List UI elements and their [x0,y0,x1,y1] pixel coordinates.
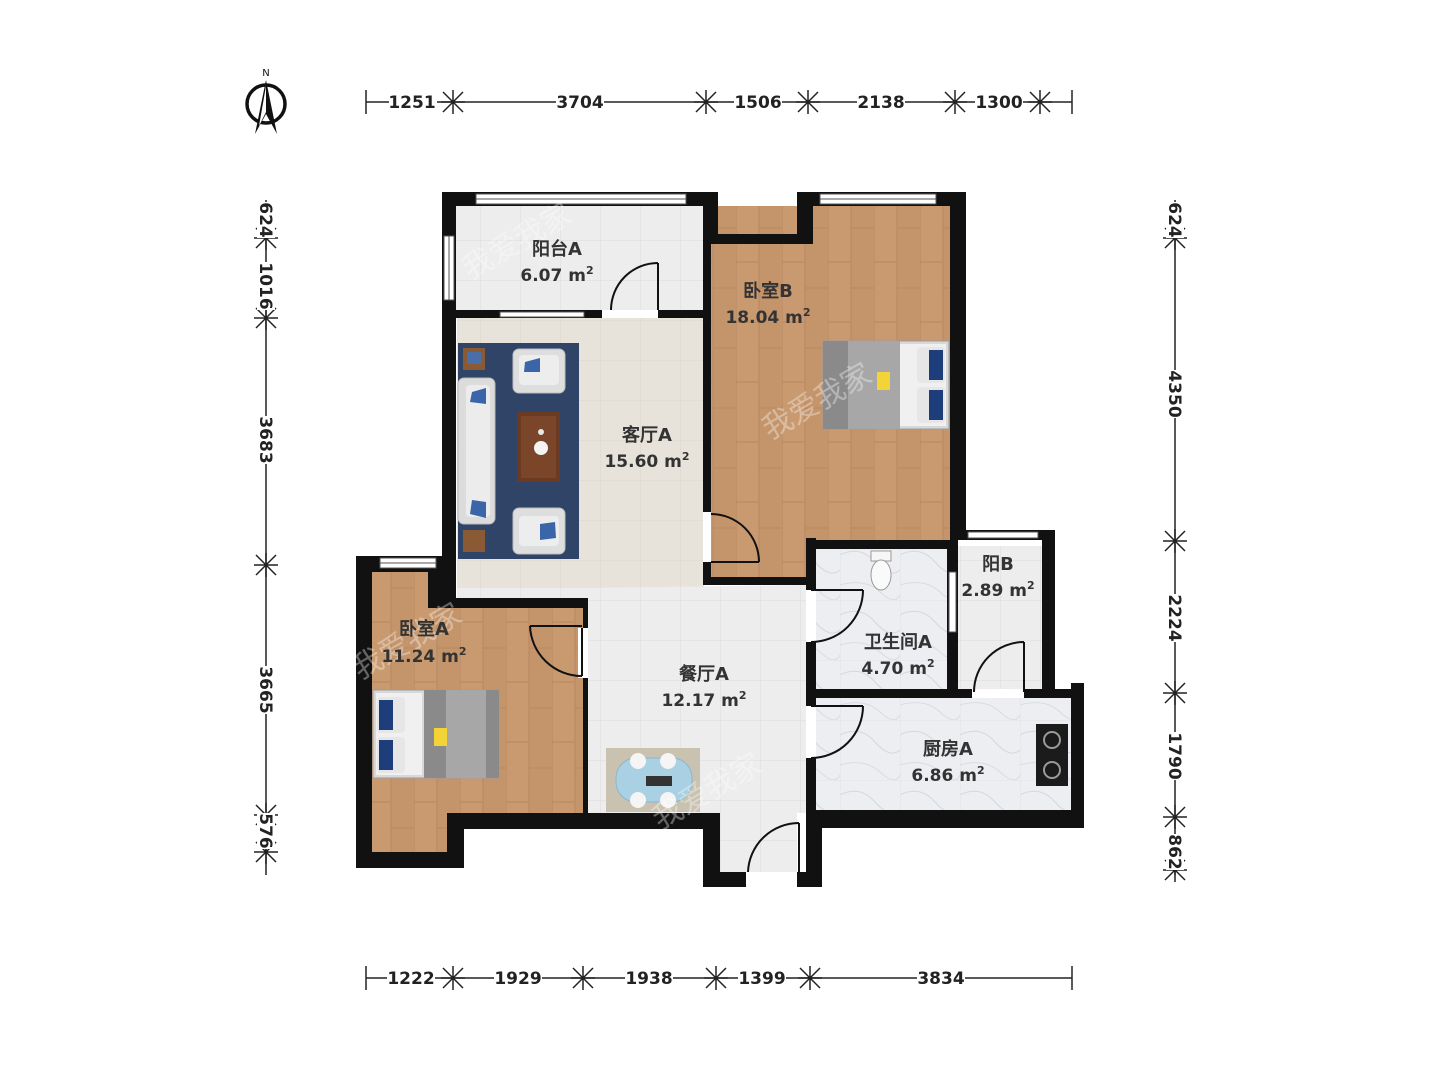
room-labels: 阳台A 6.07 m2 卧室B 18.04 m2 客厅A 15.60 m2 阳B… [381,238,1034,786]
living-furniture [457,343,579,559]
dimension-tick-icon [254,306,278,330]
room-name: 厨房A [923,738,973,760]
dimension-tick-icon [798,966,822,990]
dim-label-bg [738,969,786,987]
room-bathroom-a: 卫生间A 4.70 m2 [861,631,934,679]
room-area: 6.86 m2 [911,764,984,786]
room-bedroom-a: 卧室A 11.24 m2 [381,618,466,667]
dim-label: 3665 [255,666,275,713]
dim-label: 2138 [857,93,904,113]
dimension-left: 624 1016 3683 3665 576 [255,202,275,849]
dimension-right: 624 4350 2224 1790 862 [1164,202,1184,870]
dim-label: 624 [1164,202,1184,238]
room-balcony-b: 阳B 2.89 m2 [961,554,1034,601]
dim-label: 4350 [1164,370,1184,417]
room-balcony-a: 阳台A 6.07 m2 [520,238,593,286]
dim-label: 862 [1164,834,1184,870]
dimension-tick-icon [704,966,728,990]
room-name: 卧室B [743,280,793,302]
dim-label: 3834 [917,969,964,989]
door-balcony-b[interactable] [972,641,1025,698]
room-name: 卫生间A [864,631,932,653]
floor-kitchen-a [816,698,1071,810]
dim-label: 1929 [494,969,541,989]
windows [379,193,1039,633]
dimension-tick-icon [1163,529,1187,553]
dim-label-bg [857,93,905,111]
dim-label-bg [494,969,542,987]
room-name: 客厅A [622,424,672,446]
room-dining-a: 餐厅A 12.17 m2 [661,663,746,711]
dim-label: 1399 [738,969,785,989]
floor-balcony-b [958,546,1042,689]
dim-label: 576 [255,813,275,849]
room-kitchen-a: 厨房A 6.86 m2 [911,738,984,786]
dim-label: 1938 [625,969,672,989]
dimension-tick-icon [796,90,820,114]
dim-label: 1300 [975,93,1022,113]
room-name: 卧室A [399,618,449,640]
room-area: 2.89 m2 [961,579,1034,601]
dining-table [606,748,700,812]
dim-label-bg [917,969,965,987]
floor-balcony-a [456,206,703,310]
room-living-a: 客厅A 15.60 m2 [604,424,689,472]
room-bedroom-b: 卧室B 18.04 m2 [725,280,810,328]
dimension-bottom: 1222 1929 1938 1399 3834 [387,969,965,989]
dimension-tick-icon [571,966,595,990]
dim-label: 2224 [1164,594,1184,641]
compass: N [245,68,287,134]
bed-a [372,689,500,779]
dimension-tick-icon [1163,681,1187,705]
door-bedroom-a[interactable] [529,625,588,678]
dimension-top: 1251 3704 1506 2138 1300 [388,93,1023,113]
door-kitchen-a[interactable] [806,705,864,759]
room-name: 阳台A [532,238,582,260]
room-area: 4.70 m2 [861,657,934,679]
dim-label: 624 [255,202,275,238]
dimension-tick-icon [441,90,465,114]
dimension-tick-icon [254,840,278,864]
dim-label-bg [556,93,604,111]
room-area: 12.17 m2 [661,689,746,711]
dimension-tick-icon [1028,90,1052,114]
room-area: 15.60 m2 [604,450,689,472]
dim-label: 3683 [255,416,275,463]
door-bathroom-a[interactable] [806,589,864,643]
toilet [870,550,892,591]
doors [529,262,1025,887]
bed-b [822,340,950,430]
dimension-tick-icon [254,553,278,577]
door-bedroom-b[interactable] [703,512,760,563]
side-table [463,530,485,552]
dim-label: 3704 [556,93,603,113]
dim-label-bg [734,93,782,111]
dim-label: 1790 [1164,732,1184,779]
dim-label-bg [975,93,1023,111]
dim-label-bg [387,969,435,987]
room-name: 阳B [982,554,1014,575]
room-area: 6.07 m2 [520,264,593,286]
dim-label-bg [389,93,437,111]
room-name: 餐厅A [678,663,729,685]
room-area: 18.04 m2 [725,306,810,328]
door-balcony-a[interactable] [602,262,659,318]
dimension-tick-icon [441,966,465,990]
room-area: 11.24 m2 [381,645,466,667]
dim-label: 1016 [255,262,275,309]
dim-label-bg [625,969,673,987]
dim-label: 1222 [387,969,434,989]
dim-label: 1251 [388,93,435,113]
dimension-tick-icon [943,90,967,114]
compass-label: N [262,68,269,79]
dimension-tick-icon [1163,805,1187,829]
dim-label: 1506 [734,93,781,113]
dimension-tick-icon [694,90,718,114]
stove [1036,724,1068,786]
door-entrance[interactable] [746,821,800,887]
